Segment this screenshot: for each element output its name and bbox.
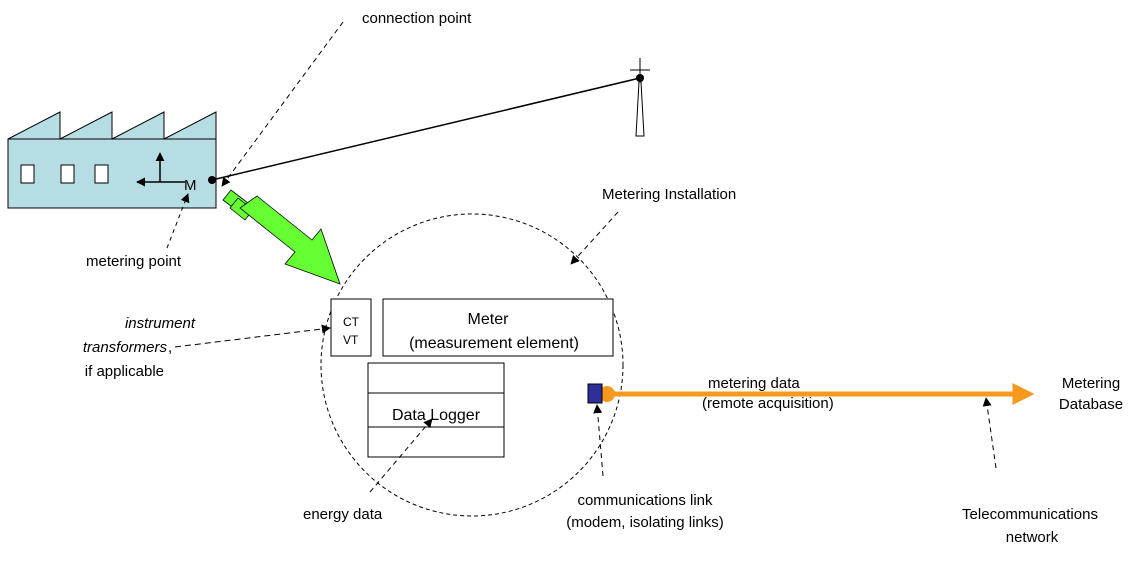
- telecommunications-label: Telecommunications: [962, 506, 1098, 523]
- telecom-network-pointer: [982, 397, 997, 469]
- metering-installation-boundary: [320, 213, 624, 517]
- data-logger-box: [367, 362, 505, 458]
- data-logger-label: Data Logger: [392, 407, 481, 424]
- metering-database-label: Metering: [1062, 375, 1120, 392]
- transformers-label: transformers: [83, 339, 168, 356]
- communications-link-pointer: [593, 404, 604, 477]
- energy-data-pointer: [369, 418, 433, 493]
- wind-turbine-icon: [630, 58, 650, 137]
- database-label: Database: [1059, 396, 1123, 413]
- if-applicable-label: if applicable: [85, 363, 164, 380]
- instrument-label: instrument: [125, 315, 196, 332]
- modem-square-icon: [587, 383, 603, 404]
- window-1: [20, 164, 35, 184]
- link-start-node: [599, 386, 615, 402]
- meter-box: [382, 298, 614, 357]
- instrument-transformers-pointer: [174, 324, 331, 348]
- factory-building-icon: M: [7, 111, 217, 209]
- metering-installation-pointer: [570, 211, 619, 265]
- network-label: network: [1006, 529, 1059, 546]
- meter-label: Meter: [468, 311, 510, 328]
- metering-point-label: metering point: [86, 253, 182, 270]
- grid-connection-line: [211, 77, 641, 181]
- connection-point-label: connection point: [362, 10, 472, 27]
- metering-data-label: metering data: [708, 375, 800, 392]
- connection-point-pointer: [221, 21, 344, 187]
- communications-link-label: communications link: [577, 492, 713, 509]
- metering-installation-label: Metering Installation: [602, 186, 736, 203]
- energy-data-label: energy data: [303, 506, 383, 523]
- meter-marker-label: M: [184, 177, 197, 194]
- ct-label: CT: [343, 315, 360, 329]
- vt-label: VT: [343, 333, 359, 347]
- ct-vt-box: [330, 298, 372, 357]
- modem-isolating-links-label: (modem, isolating links): [566, 514, 724, 531]
- window-3: [94, 164, 109, 184]
- metering-point-pointer: [166, 193, 190, 249]
- measurement-element-label: (measurement element): [409, 335, 579, 352]
- green-flow-arrow-icon: [222, 189, 341, 285]
- transformers-comma: ,: [168, 339, 172, 356]
- remote-acquisition-label: (remote acquisition): [702, 395, 834, 412]
- window-2: [60, 164, 75, 184]
